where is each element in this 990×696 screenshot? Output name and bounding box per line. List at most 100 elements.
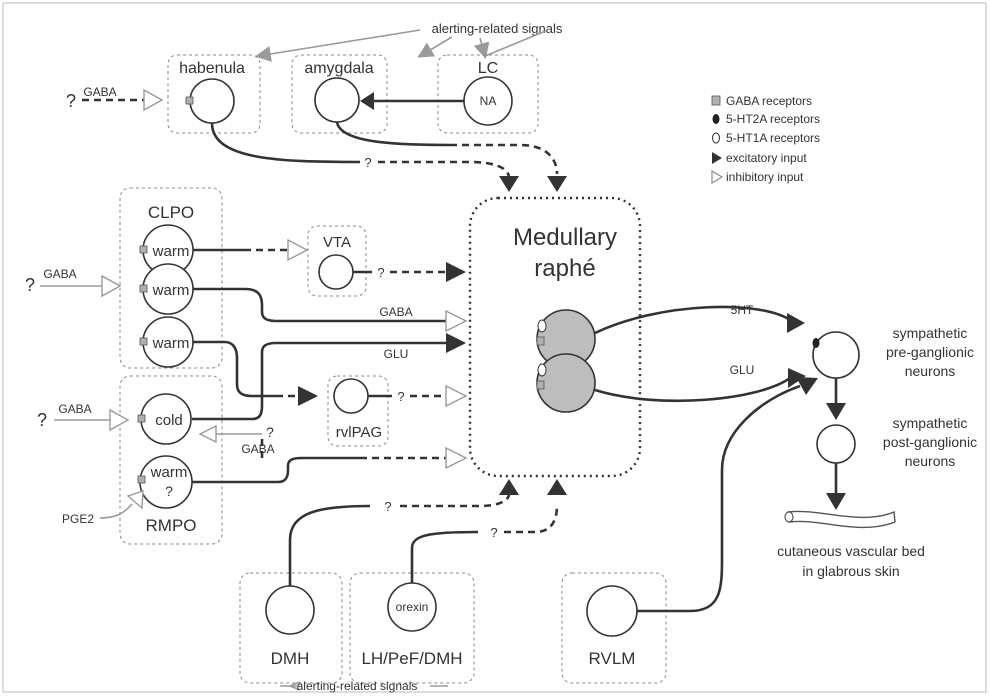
vta-label: VTA <box>323 234 351 251</box>
raphe-lower-5ht1a-receptor <box>537 363 547 377</box>
legend-inhibitory-icon <box>711 169 724 185</box>
medullary-label: Medullary <box>513 224 617 251</box>
dmh-neuron <box>265 585 315 635</box>
rmpo-input-question: ? <box>37 410 47 430</box>
rmpo-local-gaba-label: GABA <box>241 442 274 456</box>
ht5-label: 5HT <box>731 303 754 317</box>
legend-excitatory-icon <box>712 152 722 164</box>
glu-label: GLU <box>730 363 755 377</box>
amygdala-box <box>291 54 388 134</box>
clpo-input-question: ? <box>25 275 35 295</box>
legend-5ht2a-icon <box>712 114 720 124</box>
rmpo-warm-raphe-inhibitory <box>445 446 468 470</box>
cold-glu-label: GLU <box>384 347 409 361</box>
habenula-raphe-excitatory <box>499 176 519 192</box>
vascular-bed-vessel-end <box>784 511 794 523</box>
pge2-inhibitory <box>126 490 144 510</box>
rmpo-warm-gaba-receptor <box>137 475 146 484</box>
lc-to-amygdala-excitatory <box>360 92 374 110</box>
rmpo-warm-question: ? <box>165 483 173 499</box>
rmpo-inhibitory <box>109 408 130 432</box>
clpo-warm-label-3: warm <box>152 335 190 352</box>
orexin-raphe-excitatory <box>547 479 567 495</box>
rvlm-excitatory <box>796 377 818 395</box>
legend-gaba-receptor-icon <box>711 95 721 106</box>
bed-label-1: cutaneous vascular bed <box>777 543 925 559</box>
alerting-signals-bottom-label: alerting-related signals <box>297 679 418 693</box>
amygdala-label: amygdala <box>304 60 373 77</box>
warm2-to-raphe-line <box>193 287 446 323</box>
warm3-to-rvlpag-solid <box>193 340 276 398</box>
clpo-inhibitory <box>101 274 122 298</box>
rvlpag-box <box>327 375 389 447</box>
bottom-alerting-arrowhead-left <box>287 681 301 691</box>
rmpo-label: RMPO <box>146 516 197 535</box>
clpo-box <box>119 187 223 369</box>
alerting-arrow-lc-tip <box>473 37 490 60</box>
amygdala-to-raphe-solid <box>335 121 451 147</box>
post-label-3: neurons <box>905 453 956 469</box>
pre-label-2: pre-ganglionic <box>886 344 974 360</box>
raphe-lower-gaba-receptor <box>536 380 545 390</box>
raphe-upper-5ht1a-receptor <box>537 319 547 333</box>
dmh-question: ? <box>384 499 391 514</box>
rvlm-label: RVLM <box>589 649 636 668</box>
rmpo-cold-gaba-receptor <box>137 414 146 423</box>
alerting-signals-top-label: alerting-related signals <box>432 21 563 36</box>
vta-box <box>307 225 367 297</box>
rmpo-gaba-label: GABA <box>58 402 91 416</box>
pre-to-post-excitatory <box>826 403 846 420</box>
raphe-glu-projection <box>594 376 791 403</box>
lh-box <box>349 572 475 684</box>
habenula-gaba-label: GABA <box>83 85 116 99</box>
orexin-question: ? <box>490 525 497 540</box>
dmh-to-raphe-solid <box>288 504 371 586</box>
post-to-bed-excitatory <box>826 493 846 510</box>
legend-5ht2a-receptors: 5-HT2A receptors <box>726 112 820 126</box>
bed-label-2: in glabrous skin <box>802 563 899 579</box>
alerting-arrow-lc <box>484 29 549 57</box>
na-label: NA <box>480 94 497 108</box>
rmpo-local-question: ? <box>266 424 274 440</box>
medullary-raphe-box <box>468 196 642 478</box>
legend-inhibitory-input: inhibitory input <box>726 170 804 184</box>
raphe-label: raphé <box>534 255 595 282</box>
warm2-raphe-inhibitory <box>445 309 468 333</box>
rmpo-warm-to-raphe-solid <box>192 456 360 484</box>
post-label-1: sympathetic <box>893 415 968 431</box>
raphe-5ht-projection <box>594 305 791 335</box>
raphe-upper-gaba-receptor <box>536 336 545 346</box>
vascular-bed-vessel <box>787 510 896 529</box>
cold-raphe-excitatory <box>446 333 466 353</box>
preganglionic-neuron <box>812 331 860 379</box>
habenula-neuron <box>189 78 235 124</box>
post-label-2: post-ganglionic <box>883 434 977 450</box>
dmh-label: DMH <box>271 649 310 668</box>
habenula-to-raphe-dashed <box>378 160 511 179</box>
habenula-gaba-receptor <box>185 96 194 105</box>
pre-label-1: sympathetic <box>893 325 968 341</box>
pre-label-3: neurons <box>905 363 956 379</box>
lc-label: LC <box>478 60 498 77</box>
clpo-gaba-label: GABA <box>43 267 76 281</box>
warm1-vta-inhibitory <box>287 238 309 262</box>
rmpo-cold-label: cold <box>155 412 183 429</box>
cold-to-raphe-line <box>192 341 446 421</box>
habenula-label: habenula <box>179 60 245 77</box>
clpo-warm-label-1: warm <box>152 243 190 260</box>
habenula-question: ? <box>364 155 371 170</box>
warm2-gaba-label: GABA <box>379 305 412 319</box>
alerting-arrow-habenula <box>254 29 421 62</box>
clpo-warm-label-2: warm <box>152 282 190 299</box>
alerting-arrow-amygdala <box>417 36 453 58</box>
habenula-input-question: ? <box>66 91 76 111</box>
orexin-to-raphe-solid <box>410 530 479 583</box>
clpo-warm-1-gaba-receptor <box>139 245 148 254</box>
warm3-rvlpag-excitatory <box>298 386 318 406</box>
pge2-label: PGE2 <box>62 512 94 526</box>
ht5-excitatory <box>787 313 805 333</box>
rmpo-local-inhibitory <box>198 424 217 444</box>
vta-raphe-excitatory <box>446 262 466 282</box>
